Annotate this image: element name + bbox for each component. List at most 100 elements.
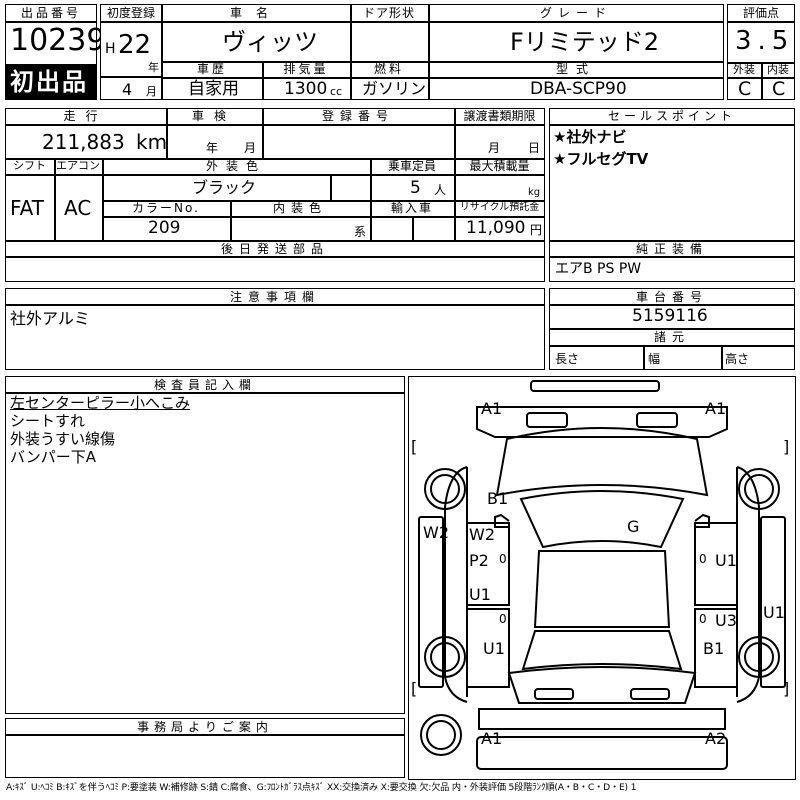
transfer-day-unit: 日 [528, 141, 541, 155]
inspection-label: 車検 [191, 109, 236, 123]
sales-points-box [549, 108, 795, 282]
interior-grade-label: 内装 [767, 63, 789, 76]
inspector-line: 外装うすい線傷 [10, 430, 116, 448]
int-color-unit: 系 [354, 225, 367, 239]
month-unit: 月 [146, 85, 157, 98]
legend: A:ｷｽﾞ U:ﾍｺﾐ B:ｷｽﾞを伴うﾍｺﾐ P:要塗装 W:補修跡 S:錆 … [6, 782, 637, 793]
damage-mark-a1: A1 [481, 399, 503, 418]
import-label: 輸入車 [390, 201, 433, 215]
damage-mark-b1: B1 [487, 489, 509, 508]
reg-number-label: 登録番号 [321, 109, 394, 123]
displacement-unit: cc [330, 85, 343, 98]
car-name: ヴィッツ [222, 28, 318, 56]
zero-mark: 0 [499, 612, 507, 626]
lot-label: 出品番号 [20, 6, 81, 20]
office-box [5, 718, 405, 778]
exterior-grade: C [738, 78, 752, 100]
capacity-label: 乗車定員 [387, 159, 436, 173]
car-outline-icon [418, 380, 786, 770]
chassis-label: 車台番号 [635, 290, 708, 304]
damage-mark-u1: U1 [763, 603, 785, 622]
max-load-label: 最大積載量 [469, 159, 530, 173]
length-label: 長さ [555, 352, 580, 366]
first-reg-label: 初度登録 [106, 6, 155, 20]
capacity-unit: 人 [434, 183, 447, 197]
int-color-label: 内装色 [272, 201, 327, 215]
zero-mark: 0 [699, 552, 707, 566]
notes-value: 社外アルミ [10, 309, 90, 328]
displacement: 1300 [284, 79, 328, 99]
mileage-unit: km [136, 130, 168, 154]
name-grade-row [162, 4, 724, 62]
inspector-box [5, 376, 405, 714]
interior-grade: C [772, 78, 786, 100]
damage-mark-bracket: ] [783, 437, 790, 456]
displacement-label: 排気量 [283, 62, 329, 76]
damage-mark-a2: A2 [705, 729, 727, 748]
equipment-label: 純正装備 [635, 242, 708, 256]
model-label: 型式 [555, 62, 596, 76]
damage-mark-u1: U1 [483, 639, 505, 658]
grade-label: グレード [539, 6, 612, 20]
exterior-grade-label: 外装 [733, 63, 755, 76]
history: 自家用 [188, 79, 239, 99]
equipment-value: エアB PS PW [555, 261, 642, 277]
transfer-label: 譲渡書類期限 [463, 109, 536, 123]
inspection-month-unit: 月 [244, 141, 257, 155]
sales-points-label: セールスポイント [607, 109, 736, 123]
height-label: 高さ [725, 352, 750, 366]
capacity: 5 [410, 178, 421, 198]
first-listing-badge [5, 64, 97, 100]
lot-number: 10239 [10, 23, 106, 58]
first-listing-text: 初出品 [10, 68, 88, 96]
transfer-month-unit: 月 [488, 141, 501, 155]
sales-point-item: ★社外ナビ [553, 128, 627, 146]
inspector-line: バンパー下A [10, 448, 97, 466]
ac: AC [64, 196, 92, 220]
model: DBA-SCP90 [530, 79, 627, 99]
score-cell [727, 4, 795, 100]
fuel-label: 燃料 [373, 62, 404, 76]
color-no: 209 [148, 218, 181, 238]
damage-mark-u1: U1 [715, 551, 737, 570]
year-unit: 年 [148, 61, 159, 74]
damage-mark-u3: U3 [715, 611, 737, 630]
car-name-label: 車名 [229, 6, 282, 20]
ext-color-label: 外装色 [205, 159, 266, 173]
era: H [105, 41, 116, 57]
mileage: 211,883 [42, 130, 125, 154]
car-damage-diagram: A1 A1 [ ] B1 G W2 W2 P2 0 0 U1 U1 0 0 U3… [408, 376, 796, 780]
shift-label: シフト [13, 159, 46, 172]
recycle: 11,090 [466, 218, 526, 238]
zero-mark: 0 [699, 612, 707, 626]
damage-mark-bracket: [ [411, 679, 418, 698]
damage-mark-a1: A1 [481, 729, 503, 748]
score-label: 評価点 [742, 6, 779, 20]
inspector-line: 左センターピラー小へこみ [10, 394, 191, 412]
color-no-label: カラーNo. [132, 201, 200, 215]
later-parts-label: 後日発送部品 [220, 242, 329, 256]
history-row [162, 62, 724, 100]
mileage-label: 走行 [63, 109, 108, 123]
year-number: 22 [118, 30, 152, 60]
month-number: 4 [122, 80, 133, 99]
damage-mark-bracket: ] [783, 679, 790, 698]
damage-mark-p2: P2 [469, 551, 489, 570]
damage-mark-b1: B1 [703, 639, 725, 658]
max-load-unit: kg [528, 187, 541, 198]
inspection-year-unit: 年 [206, 141, 219, 155]
width-label: 幅 [648, 352, 661, 366]
fuel: ガソリン [362, 79, 427, 98]
shift: FAT [10, 196, 45, 220]
damage-mark-g: G [627, 517, 640, 536]
inspector-line: シートすれ [10, 412, 86, 430]
inspector-label: 検査員記入欄 [153, 378, 256, 392]
zero-mark: 0 [499, 552, 507, 566]
damage-mark-w2: W2 [469, 525, 495, 544]
dims-label: 諸元 [653, 330, 690, 344]
first-reg-cell [100, 4, 162, 100]
sales-point-item: ★フルセグTV [553, 150, 649, 168]
office-label: 事務局よりご案内 [137, 720, 273, 734]
ext-color: ブラック [192, 178, 257, 197]
ac-label: エアコン [56, 159, 100, 172]
